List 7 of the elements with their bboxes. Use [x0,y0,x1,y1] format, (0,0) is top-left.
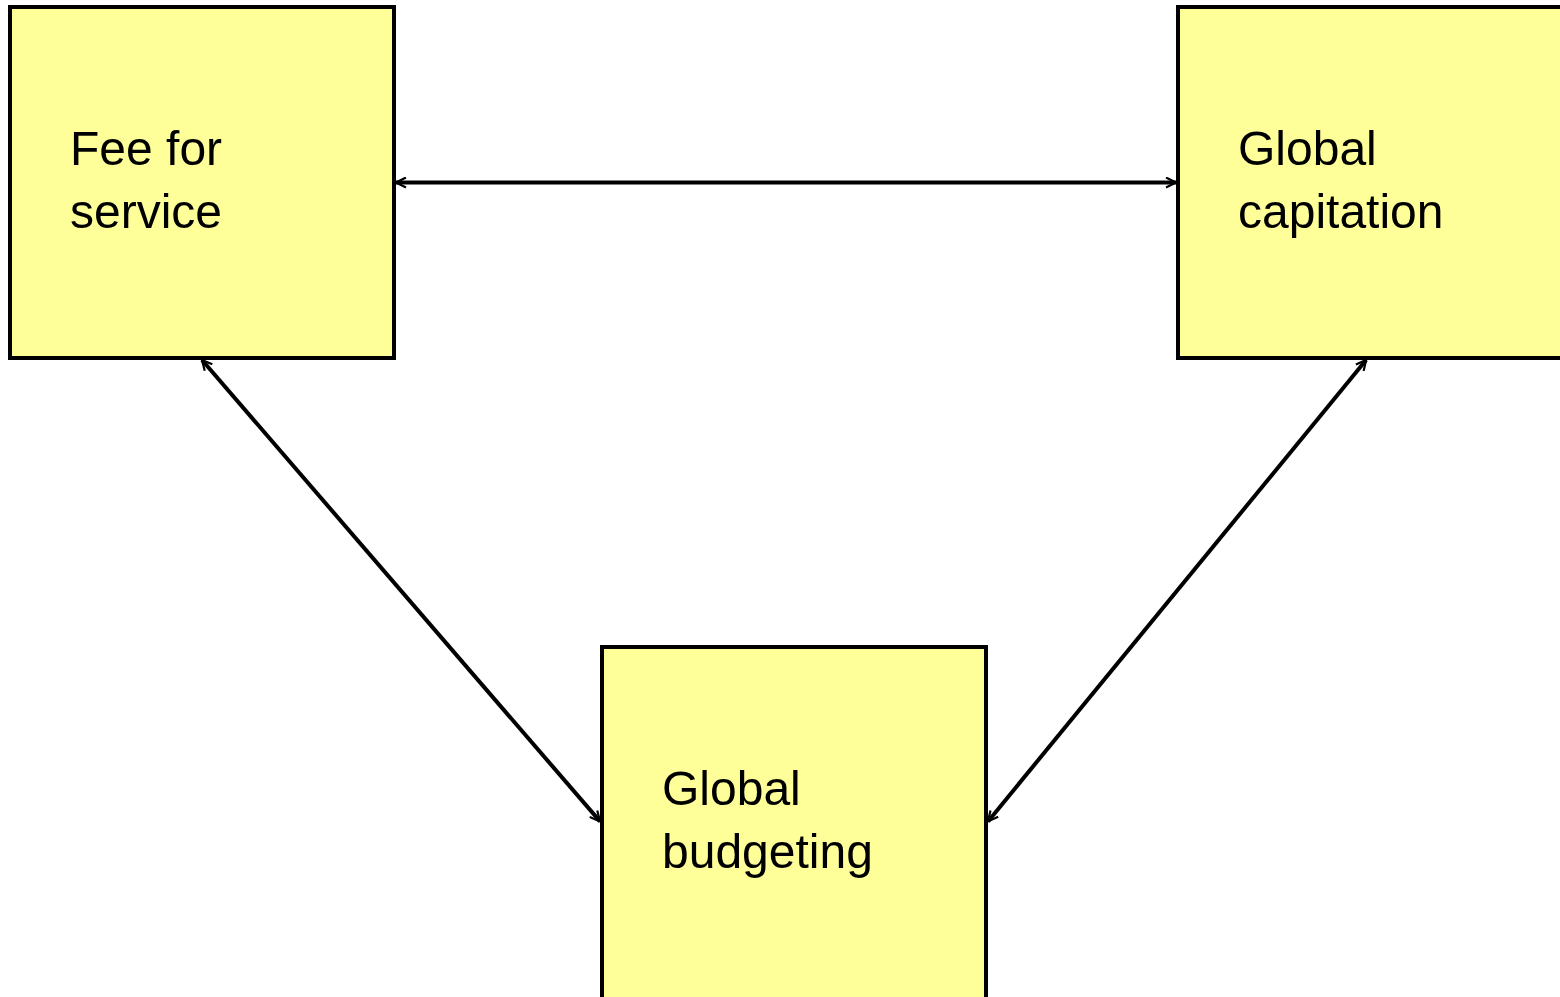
process-box [600,645,988,997]
box-label: Global capitation [1238,121,1445,240]
box-label: Global budgeting [662,761,874,880]
box-label: Fee for service [70,121,224,240]
double-arrow [200,358,602,823]
process-box [8,5,396,360]
process-box [1176,5,1560,360]
